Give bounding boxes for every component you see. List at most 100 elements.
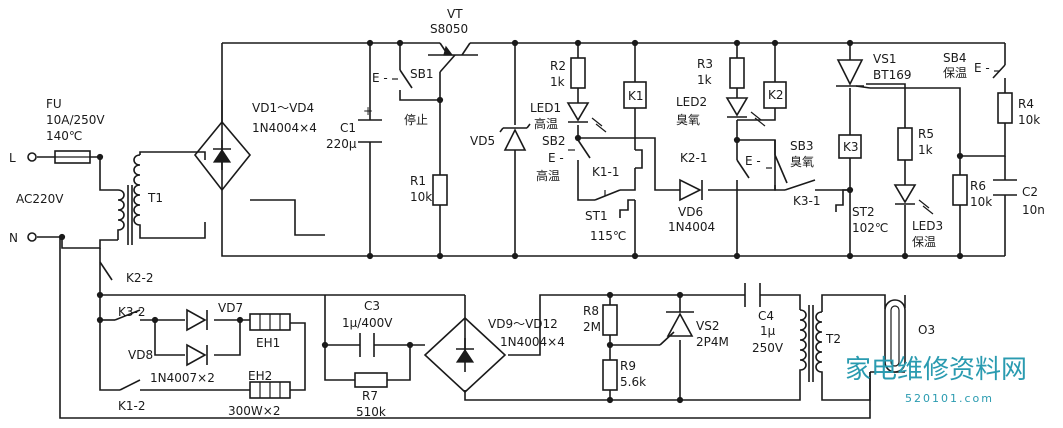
label-sb2: SB2 (542, 134, 565, 148)
transformer-t1 (117, 154, 141, 245)
thermostat-st2 (835, 189, 850, 212)
label-vs1: VS1 (873, 52, 896, 66)
resistor-r8 (602, 304, 618, 336)
relay-contact-k1-1 (594, 189, 621, 201)
label-sb3: SB3 (790, 139, 813, 153)
relay-coil-k2 (763, 81, 787, 109)
label-r1-val: 10k (410, 190, 432, 204)
label-eh-part: 300W×2 (228, 404, 280, 418)
label-vd1-4: VD1～VD4 (252, 101, 314, 115)
label-led1: LED1 (530, 101, 561, 115)
label-vt-part: S8050 (430, 22, 468, 36)
label-r3: R3 (697, 57, 713, 71)
label-c3: C3 (364, 299, 380, 313)
label-sb2-txt: 高温 (536, 168, 560, 183)
label-n: N (9, 231, 18, 245)
label-k2-2: K2-2 (126, 271, 153, 285)
resistor-r2 (570, 57, 586, 89)
label-e3: E - (745, 154, 761, 168)
capacitor-c2 (993, 179, 1017, 196)
label-r8-val: 2M (583, 320, 601, 334)
resistor-r7 (354, 372, 388, 388)
label-r9-val: 5.6k (620, 375, 646, 389)
label-k1-1: K1-1 (592, 165, 619, 179)
label-sb1: SB1 (410, 67, 433, 81)
label-led2-txt: 臭氧 (676, 112, 700, 127)
heater-eh1 (249, 313, 291, 331)
label-r3-val: 1k (697, 73, 712, 87)
relay-contact-k2-1 (736, 159, 750, 179)
label-r7: R7 (362, 389, 378, 403)
label-led1-txt: 高温 (534, 116, 558, 131)
relay-contact-k3-2 (114, 309, 141, 321)
label-r9: R9 (620, 359, 636, 373)
label-vd9-12-part: 1N4004×4 (500, 335, 565, 349)
fuse-fu (54, 150, 91, 164)
label-r1: R1 (410, 174, 426, 188)
label-sb4: SB4 (943, 51, 966, 65)
resistor-r3 (729, 57, 745, 89)
label-vd7: VD7 (218, 301, 243, 315)
label-o3: O3 (918, 323, 935, 337)
label-l: L (9, 151, 16, 165)
diode-vd6 (679, 178, 703, 202)
label-k1-coil: K1 (628, 89, 644, 103)
label-eh1: EH1 (256, 336, 280, 350)
label-k3-1: K3-1 (793, 194, 820, 208)
switch-sb4 (992, 64, 1006, 79)
label-k3-coil: K3 (843, 140, 859, 154)
label-r6-val: 10k (970, 195, 992, 209)
label-vd8: VD8 (128, 348, 153, 362)
resistor-r1 (432, 174, 448, 206)
label-r6: R6 (970, 179, 986, 193)
label-r4: R4 (1018, 97, 1034, 111)
resistor-r9 (602, 359, 618, 391)
heater-eh2 (249, 381, 291, 399)
label-r5-val: 1k (918, 143, 933, 157)
switch-sb1 (392, 69, 413, 89)
label-vd5: VD5 (470, 134, 495, 148)
label-st1-temp: 115℃ (590, 229, 626, 243)
label-stop: 停止 (404, 112, 428, 127)
ozone-tube-o3 (884, 299, 906, 373)
switch-sb2 (568, 139, 591, 159)
label-led3-txt: 保温 (912, 235, 936, 249)
diode-vd7 (186, 308, 208, 332)
label-c4-volt: 250V (752, 341, 784, 355)
label-plus: + (363, 104, 373, 118)
label-st2: ST2 (852, 205, 875, 219)
watermark-url: 520101.com (905, 392, 994, 405)
label-vs2-part: 2P4M (696, 335, 729, 349)
label-c1-val: 220μ (326, 137, 357, 151)
label-r7-val: 510k (356, 405, 386, 419)
capacitor-c3 (359, 333, 375, 357)
label-fu: FU (46, 97, 62, 111)
bridge-vd9-vd12 (423, 316, 507, 394)
resistor-r6 (952, 174, 968, 206)
led-led1 (566, 102, 607, 133)
label-c2-val: 10n (1022, 203, 1045, 217)
label-c3-val: 1μ/400V (342, 316, 393, 330)
label-r5: R5 (918, 127, 934, 141)
relay-coil-k3 (838, 134, 862, 159)
label-st1: ST1 (585, 209, 608, 223)
label-led3: LED3 (912, 219, 943, 233)
label-vd1-4-part: 1N4004×4 (252, 121, 317, 135)
transistor-vt (428, 42, 478, 73)
label-c2: C2 (1022, 185, 1038, 199)
capacitor-c4 (744, 283, 761, 307)
relay-contact-k3-1 (784, 179, 816, 191)
led-led3 (893, 184, 934, 215)
label-e4: E - (974, 61, 990, 75)
label-k2-1: K2-1 (680, 151, 707, 165)
label-k1-2: K1-2 (118, 399, 145, 413)
label-k2-coil: K2 (768, 88, 784, 102)
label-eh2: EH2 (248, 369, 272, 383)
label-c4-val: 1μ (760, 324, 776, 338)
terminal-l (27, 152, 37, 162)
label-fu-temp: 140℃ (46, 129, 82, 143)
led-led2 (725, 97, 766, 127)
label-st2-temp: 102℃ (852, 221, 888, 235)
label-vd6-part: 1N4004 (668, 220, 715, 234)
